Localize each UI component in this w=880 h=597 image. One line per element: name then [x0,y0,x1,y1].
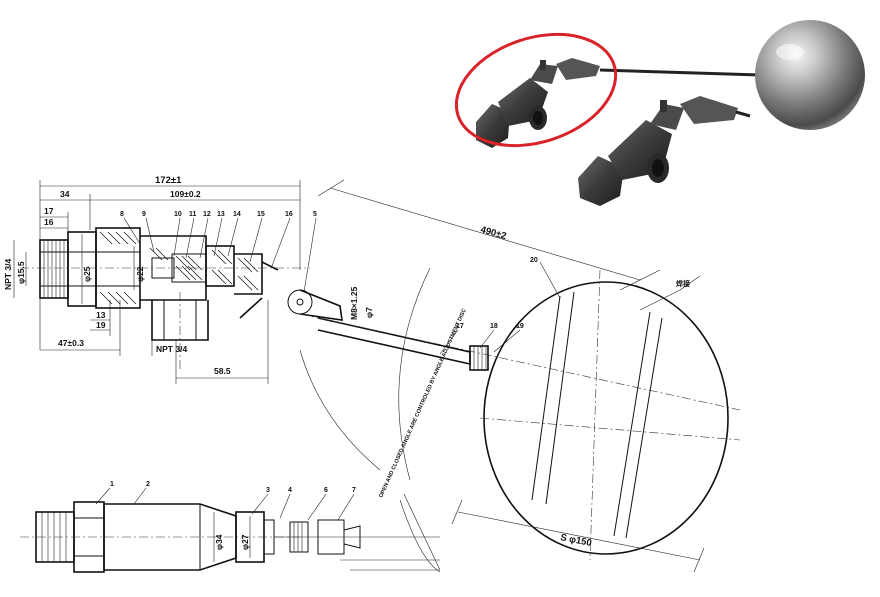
product-photo [454,20,865,206]
dim-phi27: φ27 [240,534,250,550]
dim-phi22: φ22 [135,266,145,282]
part-1: 1 [110,481,114,488]
highlight-ring [454,32,618,148]
part-14: 14 [233,211,241,218]
part-20: 20 [530,257,538,264]
dim-overall-length: 172±1 [155,175,182,186]
dim-47: 47±0.3 [58,338,84,348]
part-18: 18 [490,323,498,330]
part-4: 4 [288,487,292,494]
part-10: 10 [174,211,182,218]
float-rod-drawing [299,179,741,573]
dim-phi15-5: φ15.5 [16,261,26,284]
part-13: 13 [217,211,225,218]
part-7: 7 [352,487,356,494]
part-19: 19 [516,323,524,330]
part-2: 2 [146,481,150,488]
part-11: 11 [189,211,197,218]
dim-m8: M8×1.25 [349,286,359,320]
part-17: 17 [456,323,464,330]
part-16: 16 [285,211,293,218]
side-view-drawing [20,487,440,573]
dim-34: 34 [60,189,70,199]
weld-label: 焊接 [676,279,690,288]
angle-note: OPEN AND CLOSED ANGLE ARE CONTROLED BY A… [378,308,467,499]
part-9: 9 [142,211,146,218]
part-5: 5 [313,211,317,218]
dim-body-length: 109±0.2 [170,189,201,199]
part-8: 8 [120,211,124,218]
dim-19: 19 [96,320,106,330]
valve-photo [578,96,751,206]
part-6: 6 [324,487,328,494]
dim-13: 13 [96,310,106,320]
valve-section-drawing [13,180,343,384]
dim-phi25: φ25 [82,266,92,282]
valve-photo-highlighted [476,58,600,148]
float-ball-drawing [451,261,741,573]
dim-58-5: 58.5 [214,366,231,376]
part-3: 3 [266,487,270,494]
thread-inlet-label: NPT 3/4 [3,259,13,290]
part-15: 15 [257,211,265,218]
part-12: 12 [203,211,211,218]
thread-outlet-label: NPT 3/4 [156,344,187,354]
float-ball-photo [755,20,865,130]
dim-16: 16 [44,217,54,227]
dim-490: 490±2 [479,224,507,242]
dim-phi7: φ7 [364,307,374,318]
dim-17: 17 [44,206,54,216]
dim-phi34: φ34 [214,534,224,550]
